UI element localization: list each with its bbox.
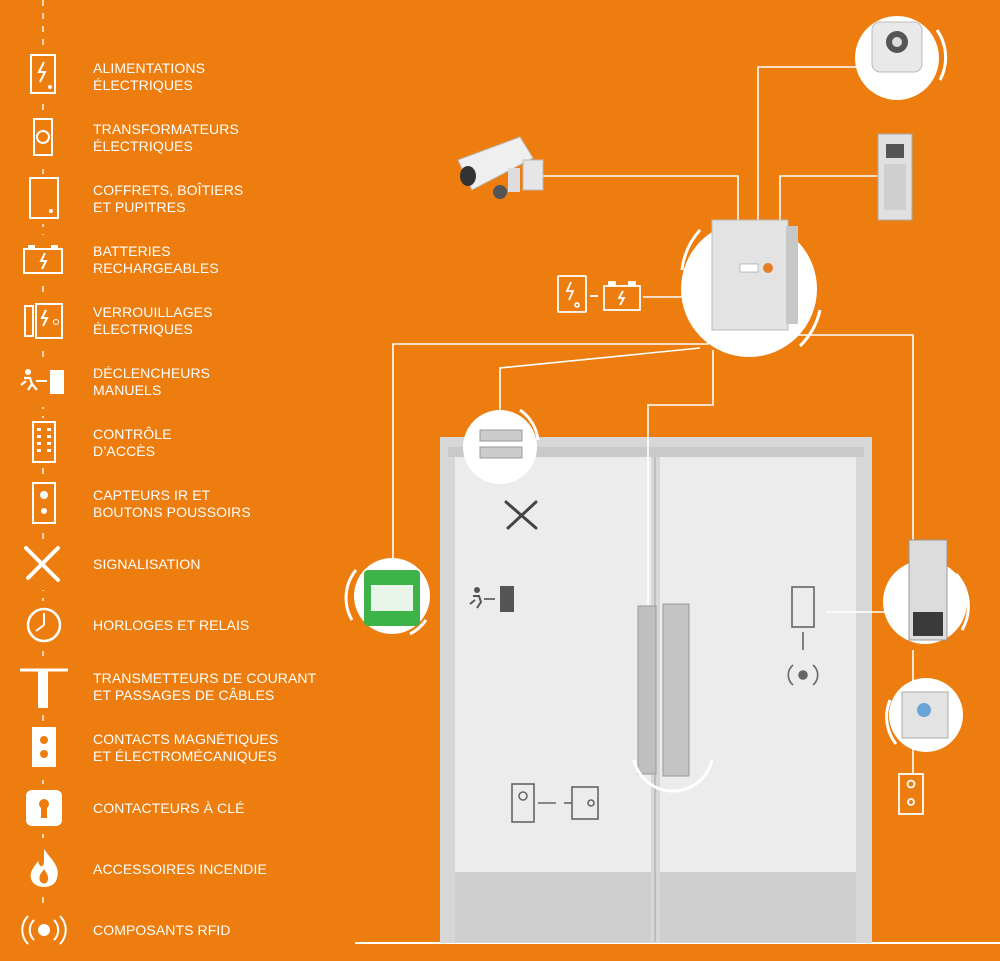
legend-item: CONTACTS MAGNÉTIQUES ET ÉLECTROMÉCANIQUE…	[0, 723, 330, 773]
legend-label: BATTERIES RECHARGEABLES	[93, 243, 219, 276]
keypad-door-icon	[787, 586, 819, 686]
tools-icon	[18, 540, 68, 590]
legend-item: VERROUILLAGES ÉLECTRIQUES	[0, 296, 330, 346]
legend-label: ALIMENTATIONS ÉLECTRIQUES	[93, 60, 206, 93]
legend-label: HORLOGES ET RELAIS	[93, 617, 250, 633]
legend-label: CAPTEURS IR ET BOUTONS POUSSOIRS	[93, 487, 251, 520]
legend-item: CAPTEURS IR ET BOUTONS POUSSOIRS	[0, 479, 330, 529]
legend-label: SIGNALISATION	[93, 556, 201, 572]
legend-label: CONTACTEURS À CLÉ	[93, 800, 245, 816]
rfid-icon	[18, 906, 68, 956]
legend-label: CONTRÔLE D’ACCÈS	[93, 426, 172, 459]
legend-item: ALIMENTATIONS ÉLECTRIQUES	[0, 52, 330, 102]
magnetic-contact-icon	[463, 408, 540, 484]
access-keypad-icon	[883, 539, 970, 644]
legend-item: BATTERIES RECHARGEABLES	[0, 235, 330, 285]
legend-label: DÉCLENCHEURS MANUELS	[93, 365, 211, 398]
legend-item: CONTRÔLE D’ACCÈS	[0, 418, 330, 468]
keypad-icon	[18, 418, 68, 468]
legend-item: SIGNALISATION	[0, 540, 330, 590]
push-button-icon	[898, 773, 924, 815]
transformer-icon	[18, 113, 68, 163]
siren-icon	[855, 16, 948, 100]
break-glass-call-point-icon	[344, 558, 430, 636]
legend-label: COMPOSANTS RFID	[93, 922, 231, 938]
electric-lock-icon	[18, 296, 68, 346]
double-door	[440, 437, 872, 943]
exit-button-icon	[885, 678, 963, 752]
cctv-camera-icon	[457, 136, 544, 199]
legend-label: COFFRETS, BOÎTIERS ET PUPITRES	[93, 182, 244, 215]
legend-label: CONTACTS MAGNÉTIQUES ET ÉLECTROMÉCANIQUE…	[93, 731, 279, 764]
exit-sign-icon	[469, 586, 514, 612]
legend-label: TRANSFORMATEURS ÉLECTRIQUES	[93, 121, 239, 154]
key-switch-icon	[18, 784, 68, 834]
push-button-lock-icons	[511, 783, 599, 823]
legend-label: VERROUILLAGES ÉLECTRIQUES	[93, 304, 213, 337]
push-button-icon	[18, 479, 68, 529]
tools-icon	[504, 500, 538, 530]
legend-item: HORLOGES ET RELAIS	[0, 601, 330, 651]
magnetic-contact-icon	[18, 723, 68, 773]
video-intercom-icon	[877, 133, 913, 221]
legend-item: CONTACTEURS À CLÉ	[0, 784, 330, 834]
connection-lines	[392, 66, 914, 775]
legend-item: TRANSMETTEURS DE COURANT ET PASSAGES DE …	[0, 662, 330, 712]
legend-label: ACCESSOIRES INCENDIE	[93, 861, 267, 877]
legend-item: COFFRETS, BOÎTIERS ET PUPITRES	[0, 174, 330, 224]
manual-release-icon	[18, 357, 68, 407]
battery-icon	[18, 235, 68, 285]
power-battery-icons	[557, 275, 641, 313]
clock-icon	[18, 601, 68, 651]
fire-icon	[18, 845, 68, 895]
power-supply-icon	[18, 52, 68, 102]
legend-item: COMPOSANTS RFID	[0, 906, 330, 956]
power-supply-cabinet-icon	[680, 219, 822, 357]
legend-label: TRANSMETTEURS DE COURANT ET PASSAGES DE …	[93, 670, 317, 703]
electromagnetic-lock-icon	[632, 603, 714, 793]
legend-item: DÉCLENCHEURS MANUELS	[0, 357, 330, 407]
legend-item: TRANSFORMATEURS ÉLECTRIQUES	[0, 113, 330, 163]
enclosure-icon	[18, 174, 68, 224]
legend-item: ACCESSOIRES INCENDIE	[0, 845, 330, 895]
cable-transfer-icon	[18, 662, 68, 712]
